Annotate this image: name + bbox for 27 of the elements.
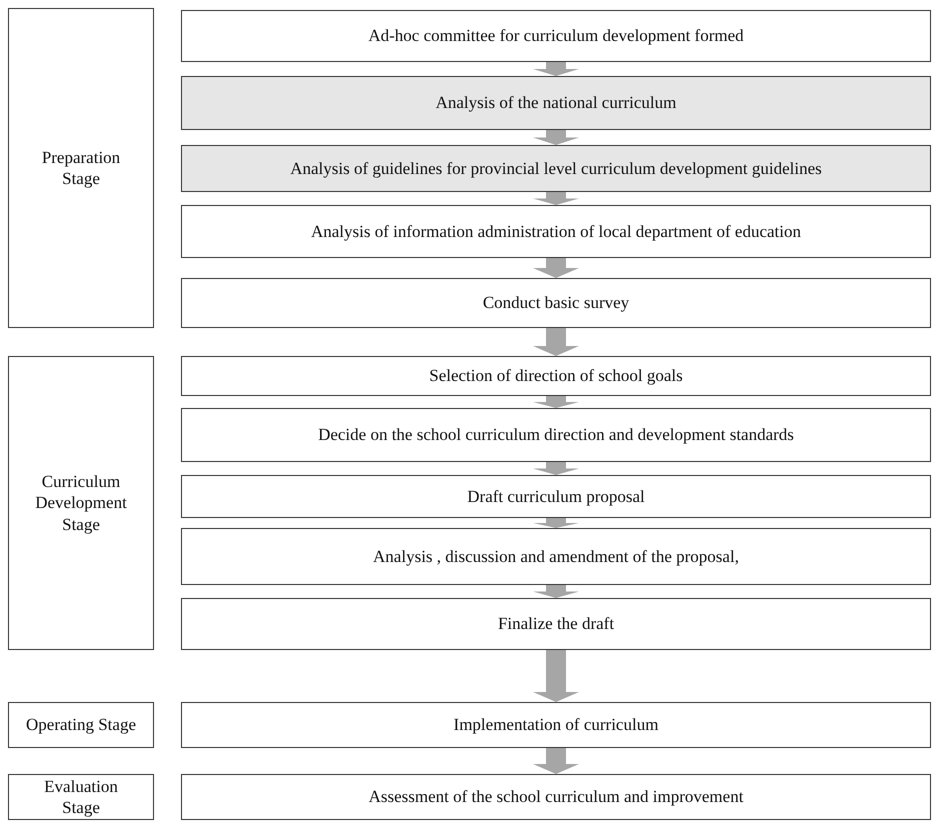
arrow	[533, 650, 579, 702]
arrow	[533, 396, 579, 408]
arrow	[533, 748, 579, 774]
arrow	[533, 585, 579, 598]
process-box: Ad-hoc committee for curriculum development formed	[181, 10, 931, 62]
process-box: Analysis of the national curriculum	[181, 76, 931, 130]
process-box: Decide on the school curriculum direction and development standards	[181, 408, 931, 462]
arrow	[533, 62, 579, 76]
process-box: Analysis of guidelines for provincial level curriculum development guidelines	[181, 145, 931, 192]
arrow	[533, 328, 579, 356]
stage-box: Evaluation Stage	[8, 774, 154, 820]
stage-box: Operating Stage	[8, 702, 154, 748]
arrow	[533, 192, 579, 205]
process-box: Implementation of curriculum	[181, 702, 931, 748]
process-box: Analysis of information administration of local department of education	[181, 205, 931, 258]
arrow	[533, 130, 579, 145]
process-box: Selection of direction of school goals	[181, 356, 931, 396]
arrow	[533, 462, 579, 475]
stage-box: Preparation Stage	[8, 8, 154, 328]
process-box: Finalize the draft	[181, 598, 931, 650]
process-box: Draft curriculum proposal	[181, 475, 931, 518]
arrow	[533, 518, 579, 528]
arrow	[533, 258, 579, 278]
process-box: Analysis , discussion and amendment of the proposal,	[181, 528, 931, 585]
process-box: Assessment of the school curriculum and improvement	[181, 774, 931, 820]
stage-box: Curriculum Development Stage	[8, 356, 154, 650]
process-box: Conduct basic survey	[181, 278, 931, 328]
